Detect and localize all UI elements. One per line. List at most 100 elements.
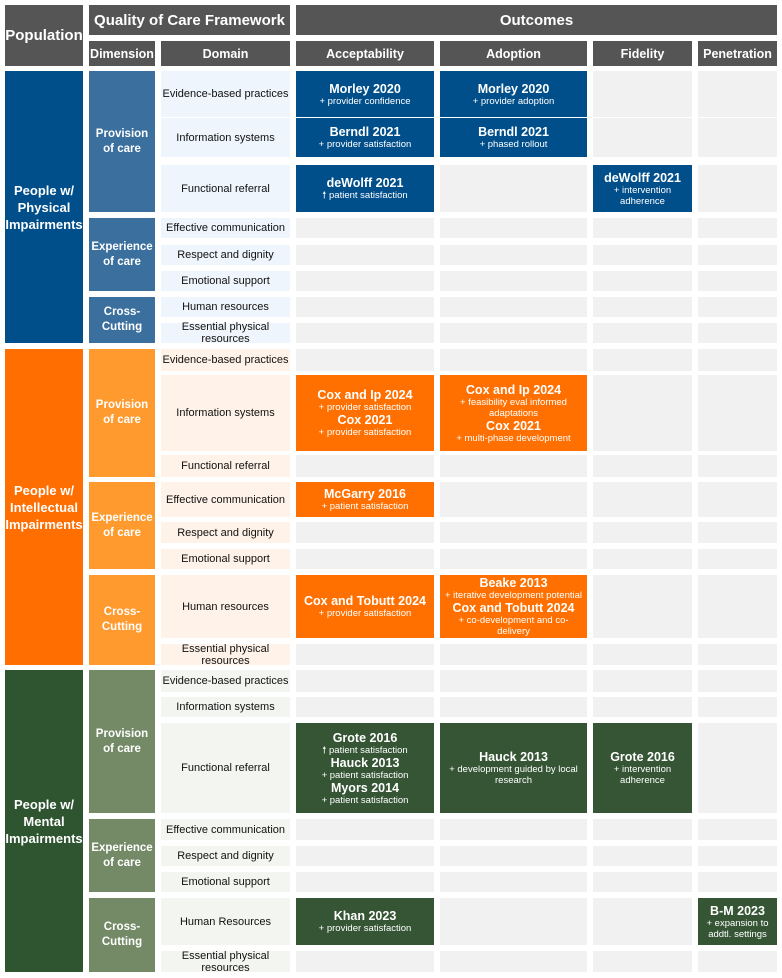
outcome-column-header-acceptability: Acceptability [296, 41, 434, 66]
domain-label: Effective communication [161, 218, 290, 238]
empty-outcome-cell [440, 218, 587, 238]
empty-outcome-cell [296, 549, 434, 569]
empty-outcome-cell [296, 872, 434, 892]
study-reference: Cox and Ip 2024 [317, 388, 413, 402]
empty-outcome-cell [698, 455, 777, 477]
dimension-label: Experience of care [89, 819, 155, 892]
outcome-cell-acceptability: Morley 2020+ provider confidence [296, 71, 434, 117]
dimension-label: Experience of care [89, 218, 155, 291]
domain-label: Respect and dignity [161, 846, 290, 866]
empty-outcome-cell [698, 846, 777, 866]
empty-outcome-cell [296, 846, 434, 866]
empty-outcome-cell [593, 644, 692, 665]
domain-label: Evidence-based practices [161, 670, 290, 692]
domain-label: Human resources [161, 575, 290, 638]
outcome-cell-adoption: Morley 2020+ provider adoption [440, 71, 587, 117]
outcome-note: + provider satisfaction [318, 402, 412, 413]
study-reference: Hauck 2013 [330, 755, 400, 770]
empty-outcome-cell [440, 482, 587, 517]
outcome-note: + provider satisfaction [318, 608, 412, 619]
empty-outcome-cell [296, 819, 434, 840]
empty-outcome-cell [593, 245, 692, 265]
outcomes-header: Outcomes [296, 5, 777, 35]
domain-label: Emotional support [161, 872, 290, 892]
domain-label: Emotional support [161, 271, 290, 291]
domain-label: Essential physical resources [161, 643, 290, 667]
empty-outcome-cell [698, 271, 777, 291]
outcome-cell-acceptability: McGarry 2016+ patient satisfaction [296, 482, 434, 517]
domain-label: Respect and dignity [161, 245, 290, 265]
empty-outcome-cell [296, 670, 434, 692]
outcome-column-header-penetration: Penetration [698, 41, 777, 66]
empty-outcome-cell [593, 575, 692, 638]
empty-outcome-cell [296, 522, 434, 543]
outcome-note: + multi-phase development [456, 432, 571, 444]
empty-outcome-cell [593, 872, 692, 892]
empty-outcome-cell [296, 644, 434, 665]
empty-outcome-cell [698, 323, 777, 343]
empty-outcome-cell [698, 951, 777, 972]
domain-label: Respect and dignity [161, 522, 290, 543]
outcome-note: adherence [620, 195, 665, 207]
empty-outcome-cell [440, 455, 587, 477]
outcome-cell-adoption: Beake 2013+ iterative development potent… [440, 575, 587, 638]
empty-outcome-cell [593, 951, 692, 972]
empty-outcome-cell [593, 349, 692, 371]
empty-outcome-cell [593, 218, 692, 238]
outcome-note: + patient satisfaction [321, 794, 409, 806]
domain-label: Information systems [161, 697, 290, 717]
domain-label: Human Resources [161, 898, 290, 945]
domain-label: Human resources [161, 297, 290, 317]
outcome-note: + provider confidence [319, 95, 411, 107]
empty-outcome-cell [440, 271, 587, 291]
study-reference: deWolff 2021 [326, 176, 404, 190]
outcome-note: addtl. settings [708, 928, 767, 940]
empty-outcome-cell [698, 482, 777, 517]
outcome-note: + development guided by local [449, 764, 578, 775]
study-reference: B-M 2023 [710, 903, 765, 918]
study-reference: McGarry 2016 [323, 487, 406, 501]
empty-outcome-cell [593, 271, 692, 291]
empty-outcome-cell [440, 297, 587, 317]
empty-outcome-cell [593, 375, 692, 451]
outcome-cell-adoption: Berndl 2021+ phased rollout [440, 118, 587, 157]
outcome-note: + iterative development potential [444, 590, 583, 601]
empty-outcome-cell [296, 297, 434, 317]
empty-outcome-cell [593, 71, 692, 117]
domain-label: Information systems [161, 118, 290, 157]
empty-outcome-cell [593, 297, 692, 317]
outcome-note: 🠕 patient satisfaction [322, 744, 408, 756]
dimension-header: Dimension [89, 41, 155, 66]
empty-outcome-cell [440, 349, 587, 371]
empty-outcome-cell [593, 118, 692, 157]
empty-outcome-cell [593, 522, 692, 543]
empty-outcome-cell [440, 872, 587, 892]
study-reference: Morley 2020 [477, 81, 550, 96]
population-header: Population [5, 5, 83, 66]
outcome-note: + provider adoption [472, 95, 555, 107]
empty-outcome-cell [593, 323, 692, 343]
outcome-note: + co-development and co-delivery [458, 615, 569, 637]
domain-label: Effective communication [161, 482, 290, 517]
empty-outcome-cell [593, 819, 692, 840]
outcome-note: + expansion to [706, 917, 769, 929]
outcome-cell-acceptability: Khan 2023+ provider satisfaction [296, 898, 434, 945]
empty-outcome-cell [698, 245, 777, 265]
outcome-note: + patient satisfaction [321, 501, 409, 512]
domain-label: Essential physical resources [161, 950, 290, 974]
study-reference: Berndl 2021 [478, 125, 549, 139]
study-reference: Morley 2020 [329, 81, 401, 96]
empty-outcome-cell [698, 297, 777, 317]
empty-outcome-cell [296, 349, 434, 371]
outcome-note: + feasibility eval informed [460, 396, 567, 408]
framework-header: Quality of Care Framework [89, 5, 290, 35]
empty-outcome-cell [440, 819, 587, 840]
empty-outcome-cell [296, 455, 434, 477]
study-reference: Beake 2013 [479, 576, 548, 590]
empty-outcome-cell [440, 323, 587, 343]
domain-header: Domain [161, 41, 290, 66]
domain-label: Effective communication [161, 819, 290, 840]
outcome-column-header-fidelity: Fidelity [593, 41, 692, 66]
empty-outcome-cell [440, 670, 587, 692]
